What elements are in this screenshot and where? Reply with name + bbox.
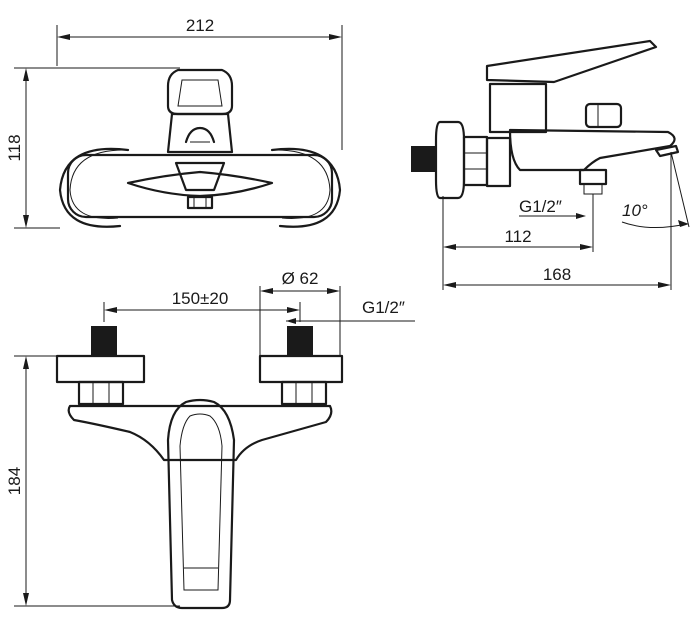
angle-label: 10° bbox=[622, 201, 648, 220]
outlet-thread-label: G1/2″ bbox=[519, 197, 562, 216]
inlet-thread-label: G1/2″ bbox=[362, 298, 405, 317]
dim-height-label: 118 bbox=[5, 134, 24, 161]
side-view: G1/2″ 10° 112 168 bbox=[411, 39, 690, 290]
front-view: 212 118 bbox=[5, 16, 343, 229]
dim-diameter-label: Ø 62 bbox=[282, 269, 319, 288]
dim-outlet-depth-label: 112 bbox=[504, 227, 531, 246]
dim-width-label: 212 bbox=[186, 16, 214, 35]
dim-total-depth-label: 168 bbox=[543, 265, 571, 284]
dim-plan-height-label: 184 bbox=[5, 467, 24, 495]
plan-view: 150±20 Ø 62 G1/2″ 184 bbox=[5, 269, 415, 610]
dim-center-distance-label: 150±20 bbox=[172, 289, 229, 308]
